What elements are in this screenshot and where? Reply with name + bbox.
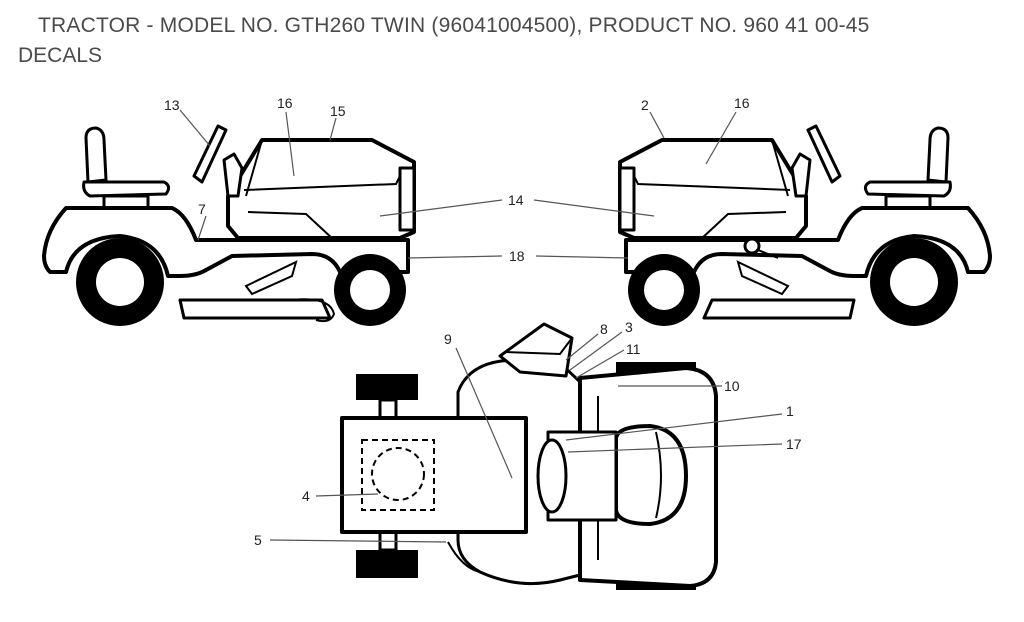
leader-17: [567, 443, 783, 453]
callout-2: 2: [641, 97, 649, 113]
leader-2: [649, 111, 665, 139]
leader-15: [329, 117, 337, 141]
callout-14: 14: [508, 192, 524, 208]
left-mower-deck: [178, 298, 332, 320]
top-hood-decal-area: [361, 439, 435, 511]
leader-11: [575, 349, 625, 379]
right-dash: [790, 152, 812, 198]
top-seat-line: [655, 431, 662, 519]
left-hood-edge: [245, 139, 263, 197]
leader-13: [179, 109, 211, 147]
left-hood-lower-line: [247, 211, 335, 241]
callout-1: 1: [786, 403, 794, 419]
right-hood-lower-line: [699, 211, 787, 241]
callout-4: 4: [302, 488, 310, 504]
fuel-cap: [743, 237, 779, 259]
top-steering-wheel: [536, 438, 568, 514]
callout-7: 7: [198, 201, 206, 217]
left-grille: [398, 166, 416, 232]
left-steering-wheel: [192, 124, 228, 184]
leader-lines: [179, 109, 783, 543]
right-front-hub: [644, 270, 684, 310]
callout-16-right: 16: [734, 95, 750, 111]
callout-11: 11: [626, 341, 641, 357]
leader-16-right: [705, 111, 737, 165]
top-front-wheel-upper: [356, 374, 418, 400]
tractor-left-side-view: [42, 124, 416, 326]
diagram-subtitle: DECALS: [18, 44, 103, 67]
callout-3: 3: [625, 319, 633, 335]
callout-15: 15: [330, 103, 346, 119]
top-axle-upper: [378, 398, 398, 420]
top-seat: [614, 424, 688, 526]
leader-3: [569, 331, 623, 371]
callout-13: 13: [164, 97, 180, 113]
top-front-wheel-lower: [356, 550, 418, 578]
callout-8: 8: [600, 321, 608, 337]
callout-18: 18: [509, 248, 525, 264]
tractor-top-view: [340, 322, 718, 590]
left-deck-chute: [291, 298, 336, 323]
right-mower-deck: [702, 298, 856, 320]
left-front-hub: [350, 270, 390, 310]
leader-1: [565, 413, 783, 441]
leader-18-right: [535, 255, 629, 259]
callout-labels: 13 16 15 7 14 18 2 16 9 8 3 11 10 1 17 4…: [164, 95, 802, 548]
right-tractor-body: [624, 206, 992, 278]
leader-7: [197, 215, 207, 241]
top-hood-fuel-decal: [371, 447, 425, 501]
seat-back: [84, 126, 108, 184]
tractor-right-side-view: [618, 124, 992, 326]
leader-14-left: [379, 199, 503, 217]
leader-14-right: [533, 199, 655, 217]
callout-16-left: 16: [277, 95, 293, 111]
leader-5: [269, 539, 447, 543]
right-steering-wheel: [806, 124, 842, 184]
top-hood: [340, 416, 528, 534]
top-chute-line: [505, 337, 573, 356]
callout-5: 5: [254, 532, 262, 548]
left-rear-hub: [96, 258, 144, 306]
right-lift-lever: [736, 260, 790, 296]
callout-17: 17: [786, 436, 802, 452]
leader-16-left: [285, 111, 295, 177]
right-grille: [618, 166, 636, 232]
diagram-title: TRACTOR - MODEL NO. GTH260 TWIN (9604100…: [38, 14, 870, 37]
left-lift-lever: [244, 260, 298, 296]
leader-18-left: [407, 255, 503, 259]
left-dash: [222, 152, 244, 198]
callout-10: 10: [724, 378, 740, 394]
right-hood-edge: [771, 139, 789, 197]
callout-9: 9: [444, 331, 452, 347]
right-rear-hub: [890, 258, 938, 306]
leader-8: [565, 333, 599, 361]
top-deck-lower-curve: [447, 541, 481, 573]
leader-4: [315, 493, 379, 497]
seat-back: [926, 126, 950, 184]
left-tractor-body: [42, 206, 410, 278]
seat-cushion: [82, 180, 171, 198]
seat-cushion: [863, 180, 952, 198]
leader-9: [455, 347, 513, 479]
